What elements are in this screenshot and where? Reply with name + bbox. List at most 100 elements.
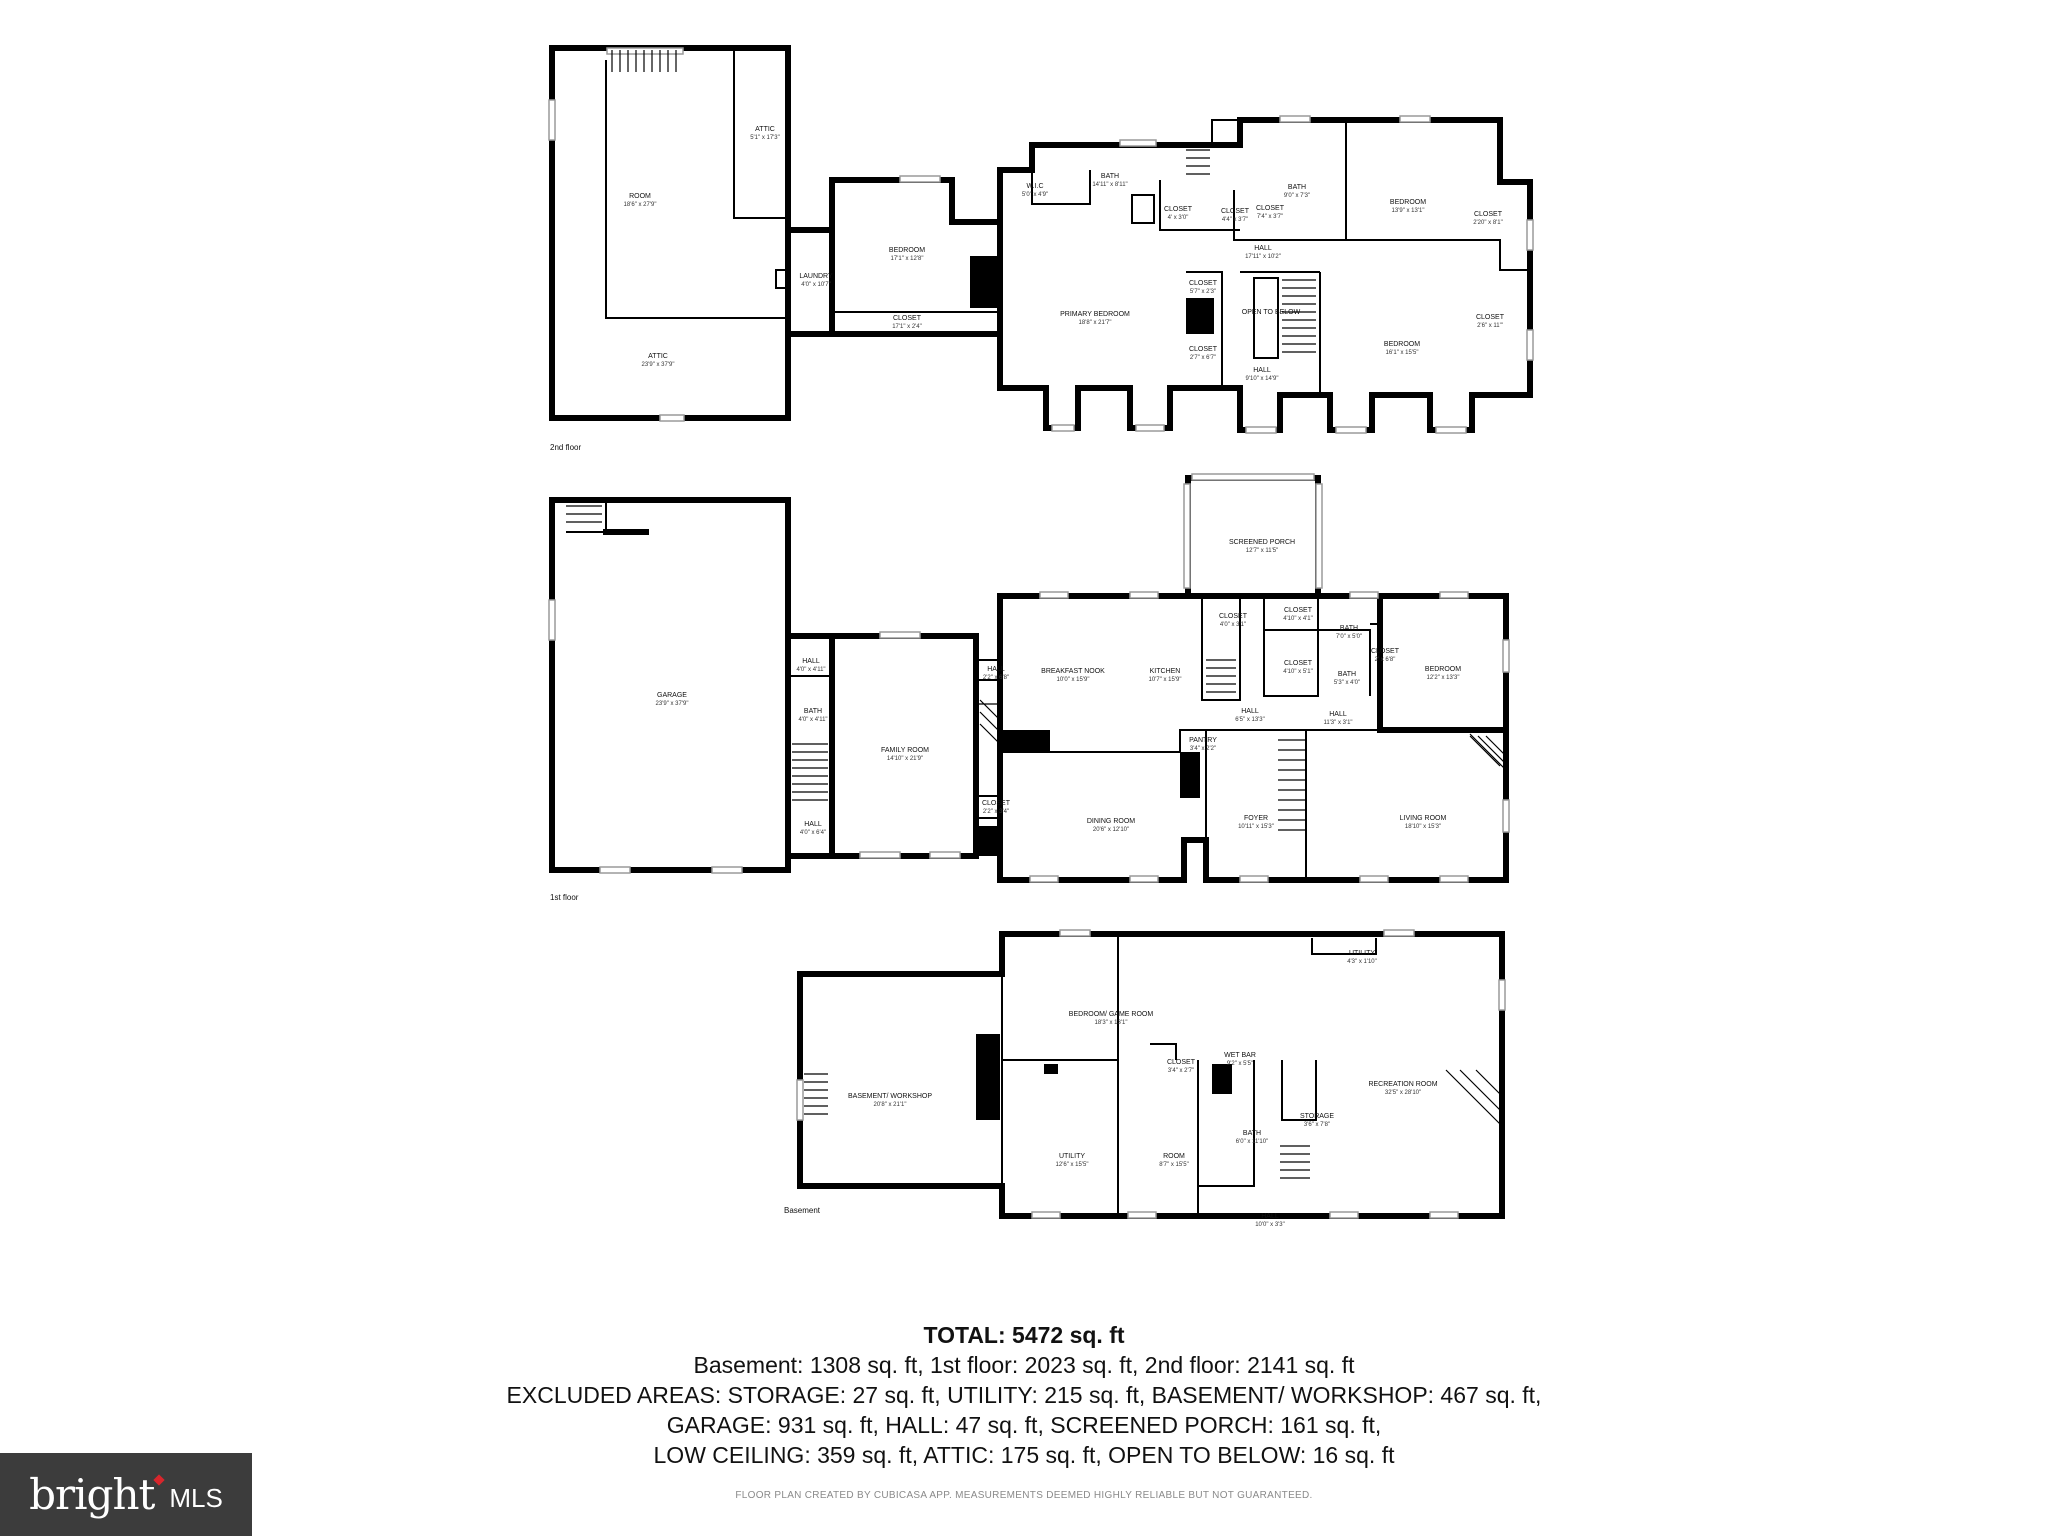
room-name-hall_1f_d: HALL [1241,708,1259,715]
room-name-hall_1f_e: HALL [1329,711,1347,718]
room-name-screened_porch: SCREENED PORCH [1229,539,1295,546]
room-name-closet_1f_e: CLOSET [1371,648,1400,655]
room-dimensions-hall_1f_c: 2'2" x 6'8" [983,675,1009,681]
room-name-closet_1f_a: CLOSET [982,800,1011,807]
room-name-closet_1f_d: CLOSET [1284,660,1313,667]
room-name-primary_bedroom: PRIMARY BEDROOM [1060,311,1130,318]
room-name-storage: STORAGE [1300,1113,1334,1120]
room-name-closet_1f_c: CLOSET [1284,607,1313,614]
room-dimensions-closet_1f_b: 4'0" x 3'1" [1220,622,1246,628]
room-dimensions-utility_small: 4'3" x 1'10" [1347,959,1377,965]
room-dimensions-closet_w: 17'1" x 2'4" [892,324,922,330]
room-dimensions-recreation_room: 32'5" x 28'10" [1385,1090,1421,1096]
room-name-dining_room: DINING ROOM [1087,818,1135,825]
room-dimensions-hall_1f_d: 6'5" x 13'3" [1235,717,1265,723]
room-name-kitchen: KITCHEN [1150,668,1181,675]
room-name-bath_1f_a: BATH [804,708,822,715]
room-dimensions-bedroom_game: 18'3" x 13'1" [1095,1020,1128,1026]
bright-mls-logo: bright MLS [0,1453,252,1536]
room-name-hall_1f_c: HALL [987,666,1005,673]
room-name-bedroom_game: BEDROOM/ GAME ROOM [1069,1011,1154,1018]
room-name-bath_primary: BATH [1101,173,1119,180]
room-name-closet_2f_b: CLOSET [1221,208,1250,215]
room-dimensions-bath_2f_2: 9'0" x 7'3" [1284,193,1310,199]
room-name-attic_bottom: ATTIC [648,353,668,360]
room-name-bath_bsmt: BATH [1243,1130,1261,1137]
excluded-areas-line-3: LOW CEILING: 359 sq. ft, ATTIC: 175 sq. … [653,1442,1395,1468]
room-dimensions-screened_porch: 12'7" x 11'5" [1246,548,1278,554]
room-dimensions-bedroom_w: 17'1" x 12'8" [891,256,924,262]
room-name-bath_1f_c: BATH [1338,671,1356,678]
room-name-hall_1f_a: HALL [802,658,820,665]
disclaimer: FLOOR PLAN CREATED BY CUBICASA APP. MEAS… [735,1490,1313,1501]
room-name-closet_bsmt: CLOSET [1167,1059,1196,1066]
room-name-closet_ne: CLOSET [1474,211,1503,218]
room-dimensions-bath_bsmt: 6'0" x 11'10" [1236,1139,1268,1145]
room-dimensions-garage: 23'9" x 37'9" [656,701,689,707]
logo-diamond-icon [153,1473,166,1486]
room-dimensions-wic_2f: 5'0" x 4'9" [1022,192,1048,198]
excluded-areas-line-2: GARAGE: 931 sq. ft, HALL: 47 sq. ft, SCR… [666,1412,1382,1438]
logo-tag: MLS [169,1483,223,1513]
room-name-closet_2f_c: CLOSET [1256,205,1285,212]
room-dimensions-closet_2f_b: 4'4" x 3'7" [1222,217,1248,223]
room-name-bedroom_se: BEDROOM [1384,341,1420,348]
room-name-family_room: FAMILY ROOM [881,747,929,754]
second-floor-plan [548,45,1534,434]
room-dimensions-hall_2f_b: 9'10" x 14'9" [1246,376,1279,382]
room-dimensions-laundry: 4'0" x 10'7" [801,282,831,288]
room-name-hall_2f: HALL [1254,245,1272,252]
room-dimensions-closet_bsmt: 3'4" x 2'7" [1168,1068,1194,1074]
room-dimensions-bedroom_ne: 13'9" x 13'1" [1392,208,1425,214]
room-name-attic_top: ATTIC [755,126,775,133]
room-dimensions-closet_1f_e: 2' x 6'8" [1375,657,1396,663]
room-dimensions-closet_2f_c: 7'4" x 3'7" [1257,214,1283,220]
room-dimensions-living_room: 18'10" x 15'3" [1405,824,1441,830]
room-name-room_2f: ROOM [629,193,651,200]
room-dimensions-foyer: 10'11" x 15'3" [1238,824,1274,830]
room-dimensions-family_room: 14'10" x 21'9" [887,756,923,762]
room-dimensions-hall_2f: 17'11" x 10'2" [1245,254,1281,260]
room-name-hall_1f_b: HALL [804,821,822,828]
room-dimensions-breakfast_nook: 10'0" x 15'9" [1057,677,1090,683]
room-dimensions-closet_2f_e: 2'7" x 6'7" [1190,355,1216,361]
first-floor-plan [548,473,1510,883]
floor-label-1st: 1st floor [550,893,579,902]
room-dimensions-storage: 3'6" x 7'8" [1304,1122,1330,1128]
room-name-bath_2f_2: BATH [1288,184,1306,191]
room-dimensions-bedroom_1f: 12'2" x 13'3" [1427,675,1460,681]
room-dimensions-room_2f: 18'6" x 27'9" [624,202,657,208]
logo-wordmark: bright [29,1470,155,1519]
room-name-laundry: LAUNDRY [799,273,833,280]
room-dimensions-closet_1f_c: 4'10" x 4'1" [1283,616,1313,622]
room-dimensions-wet_bar: 9'2" x 5'5" [1227,1061,1253,1067]
room-dimensions-kitchen: 10'7" x 15'9" [1149,677,1182,683]
room-name-breakfast_nook: BREAKFAST NOOK [1041,668,1105,675]
room-name-closet_2f_d: CLOSET [1189,280,1218,287]
floor-areas-line: Basement: 1308 sq. ft, 1st floor: 2023 s… [693,1352,1355,1378]
floor-label-2nd: 2nd floor [550,443,581,452]
room-dimensions-basement_workshop: 20'8" x 21'1" [874,1102,907,1108]
room-name-closet_2f_a: CLOSET [1164,206,1193,213]
room-dimensions-room_bsmt: 8'7" x 15'5" [1159,1162,1189,1168]
room-dimensions-bath_1f_c: 5'3" x 4'0" [1334,680,1360,686]
floor-label-basement: Basement [784,1206,821,1215]
room-dimensions-attic_bottom: 23'9" x 37'9" [642,362,675,368]
room-name-garage: GARAGE [657,692,687,699]
room-dimensions-bath_1f_a: 4'0" x 4'11" [798,717,827,723]
room-name-closet_1f_b: CLOSET [1219,613,1248,620]
room-name-hall_2f_b: HALL [1253,367,1271,374]
room-name-room_bsmt: ROOM [1163,1153,1185,1160]
room-dimensions-closet_ne: 2'20" x 8'1" [1473,220,1503,226]
room-name-basement_workshop: BASEMENT/ WORKSHOP [848,1093,932,1100]
room-name-bedroom_w: BEDROOM [889,247,925,254]
room-dimensions-hall_1f_b: 4'0" x 6'4" [800,830,826,836]
room-dimensions-hall_1f_e: 11'3" x 3'1" [1323,720,1352,726]
room-name-living_room: LIVING ROOM [1400,815,1447,822]
room-name-utility_bsmt: UTILITY [1059,1153,1085,1160]
room-dimensions-primary_bedroom: 18'8" x 21'7" [1079,320,1112,326]
excluded-areas-line-1: EXCLUDED AREAS: STORAGE: 27 sq. ft, UTIL… [506,1382,1542,1408]
room-dimensions-closet_2f_d: 5'7" x 2'3" [1190,289,1216,295]
